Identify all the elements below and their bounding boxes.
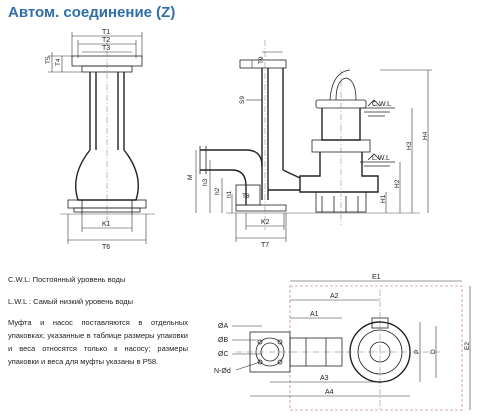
dim-label-k2: K2 — [261, 219, 270, 226]
dim-label-h3: H3 — [406, 141, 413, 150]
dim-label-t6: T6 — [102, 244, 110, 251]
dim-label-t8: T8 — [242, 193, 250, 200]
dim-label-p: P — [414, 350, 421, 354]
dim-label-t2: T2 — [102, 37, 110, 44]
label-phi-c: ØC — [218, 351, 229, 358]
dim-label-h1-left: h1 — [226, 190, 233, 198]
dim-label-h4: H4 — [422, 131, 429, 140]
dim-label-e2: E2 — [464, 342, 471, 350]
dim-label-a1: A1 — [310, 311, 319, 318]
note-lwl: L.W.L : Самый низкий уровень воды — [8, 297, 134, 306]
dim-label-h2: H2 — [394, 179, 401, 188]
label-phi-a: ØA — [218, 323, 228, 330]
dim-label-k1: K1 — [102, 221, 111, 228]
dim-label-a4: A4 — [325, 389, 334, 396]
page-title: Автом. соединение (Z) — [8, 4, 176, 21]
dim-label-t5: T5 — [45, 56, 52, 64]
dim-label-h1: H1 — [380, 194, 387, 203]
dim-label-h2-left: h2 — [214, 187, 221, 195]
dim-label-m: M — [187, 175, 194, 180]
dim-label-t9: T9 — [258, 56, 265, 64]
dim-label-h3-left: h3 — [202, 178, 209, 186]
dim-label-e1: E1 — [372, 274, 381, 281]
dim-label-a2: A2 — [330, 293, 339, 300]
note-paragraph: Муфта и насос поставляются в отдельных у… — [8, 318, 188, 366]
dim-label-a3: A3 — [320, 375, 329, 382]
front-view-coupling: T1 T2 T3 T4 T5 K1 T6 — [45, 29, 155, 251]
plan-view: E1 A2 A1 A3 A4 P D E2 ØA ØB ØC N-Ød — [214, 274, 471, 411]
label-lwl: L.W.L — [372, 155, 390, 162]
dim-label-t1: T1 — [102, 29, 110, 36]
dim-label-t4: T4 — [55, 58, 62, 66]
dim-label-d: D — [430, 349, 437, 354]
note-cwl: C.W.L: Постоянный уровень воды — [8, 275, 126, 284]
side-view-pump: C.W.L L.W.L T9 S9 M h3 h2 h1 T8 K2 T7 H1 — [187, 40, 432, 249]
dim-label-t3: T3 — [102, 45, 110, 52]
label-cwl: C.W.L — [372, 101, 391, 108]
label-n-phi-d: N-Ød — [214, 368, 231, 375]
dim-label-s9: S9 — [239, 96, 246, 104]
label-phi-b: ØB — [218, 337, 228, 344]
dim-label-t7: T7 — [261, 242, 269, 249]
